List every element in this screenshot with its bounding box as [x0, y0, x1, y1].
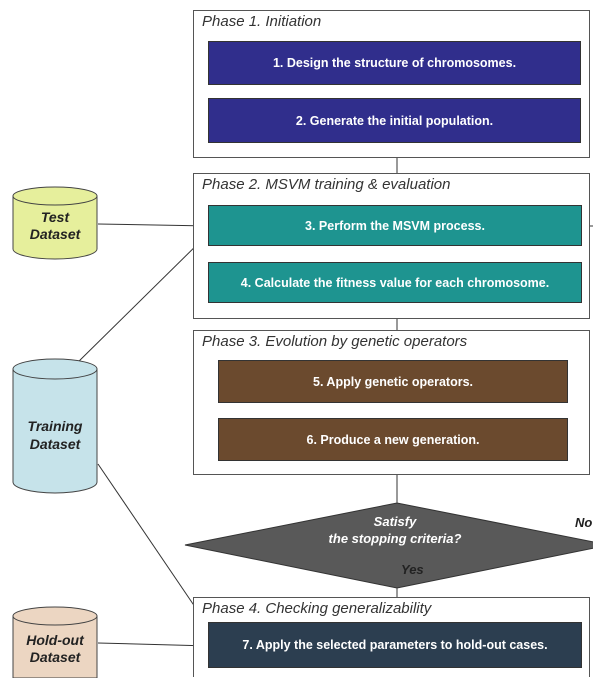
no-label: No — [575, 515, 593, 530]
holdout-dataset-line2: Dataset — [29, 649, 81, 665]
training-dataset-line1: Training — [27, 418, 83, 434]
test-dataset-cylinder: Test Dataset — [12, 186, 98, 260]
phase-4-title: Phase 4. Checking generalizability — [202, 600, 432, 617]
decision-text-line1: Satisfy — [373, 514, 417, 529]
test-dataset-line1: Test — [40, 209, 70, 225]
step-3-box: 3. Perform the MSVM process. — [208, 205, 582, 246]
phase-2-title: Phase 2. MSVM training & evaluation — [202, 176, 451, 193]
phase-3-title: Phase 3. Evolution by genetic operators — [202, 333, 468, 350]
step-6-box: 6. Produce a new generation. — [218, 418, 568, 461]
holdout-dataset-line1: Hold-out — [26, 632, 84, 648]
decision-text-line2: the stopping criteria? — [328, 531, 462, 546]
step-7-box: 7. Apply the selected parameters to hold… — [208, 622, 582, 668]
phase-1-title: Phase 1. Initiation — [202, 13, 322, 30]
step-1-box: 1. Design the structure of chromosomes. — [208, 41, 581, 85]
holdout-dataset-cylinder: Hold-out Dataset — [12, 606, 98, 678]
step-4-box: 4. Calculate the fitness value for each … — [208, 262, 582, 303]
test-dataset-line2: Dataset — [29, 226, 81, 242]
step-2-box: 2. Generate the initial population. — [208, 98, 581, 143]
training-dataset-line2: Dataset — [29, 436, 81, 452]
step-5-box: 5. Apply genetic operators. — [218, 360, 568, 403]
yes-label: Yes — [401, 562, 424, 577]
training-dataset-cylinder: Training Dataset — [12, 358, 98, 494]
